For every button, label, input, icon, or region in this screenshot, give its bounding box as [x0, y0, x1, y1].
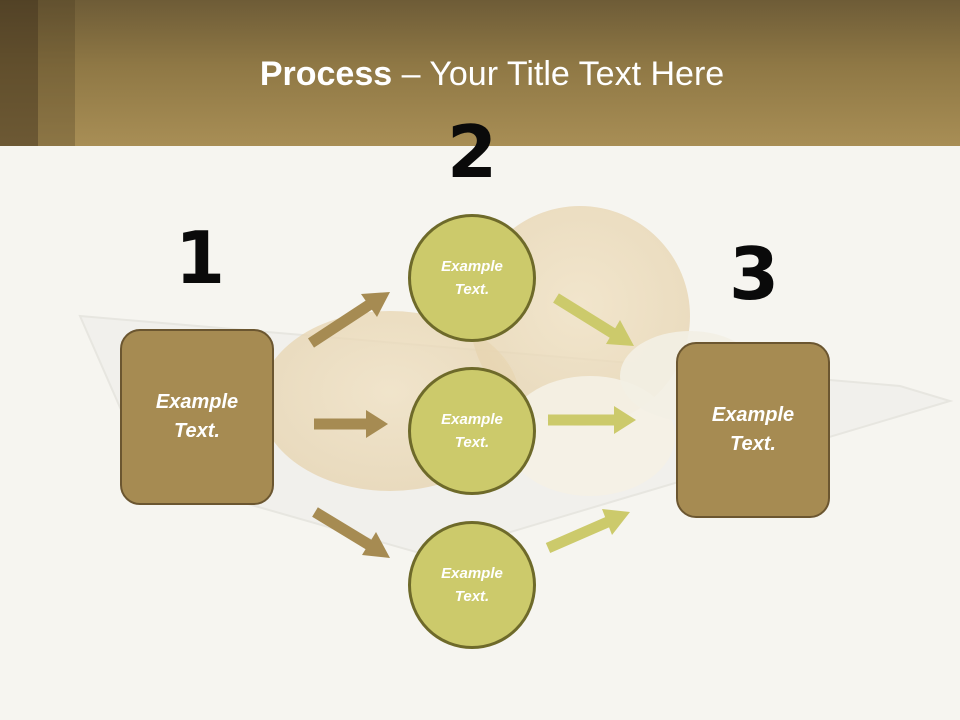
- step-1-text-line1: Example: [155, 391, 239, 413]
- step-3-text-line1: Example: [711, 404, 795, 426]
- arrow-1-to-top: [307, 292, 390, 348]
- arrow-top-to-3: [553, 293, 634, 346]
- circle-top-text-line1: Example: [441, 258, 503, 275]
- step-2-circle-top: Example Text.: [408, 214, 536, 342]
- title-rest: – Your Title Text Here: [392, 55, 725, 93]
- step-2-circle-bottom: Example Text.: [408, 521, 536, 649]
- step-1-box: Example Text.: [120, 329, 274, 505]
- arrow-middle-to-3: [548, 406, 636, 434]
- circle-bottom-text-line2: Text.: [454, 588, 490, 605]
- step-3-text-line2: Text.: [730, 433, 776, 455]
- circle-top-text-line2: Text.: [454, 281, 490, 298]
- banner-mid-stripe: [38, 0, 75, 146]
- slide-title: Process – Your Title Text Here: [0, 52, 960, 96]
- step-number-1: 1: [174, 216, 226, 300]
- circle-middle-text-line1: Example: [441, 411, 503, 428]
- arrow-1-to-middle: [314, 410, 388, 438]
- circle-bottom-text-line1: Example: [441, 565, 503, 582]
- step-number-2: 2: [446, 110, 498, 194]
- banner-dark-stripe: [0, 0, 38, 146]
- step-1-text-line2: Text.: [174, 420, 220, 442]
- circle-middle-text-line2: Text.: [454, 434, 490, 451]
- step-number-3: 3: [728, 232, 780, 316]
- step-2-circle-middle: Example Text.: [408, 367, 536, 495]
- title-bold: Process: [259, 55, 393, 93]
- title-banner: Process – Your Title Text Here: [0, 0, 960, 146]
- step-3-box: Example Text.: [676, 342, 830, 518]
- arrow-bottom-to-3: [545, 509, 630, 554]
- arrow-1-to-bottom: [312, 507, 390, 558]
